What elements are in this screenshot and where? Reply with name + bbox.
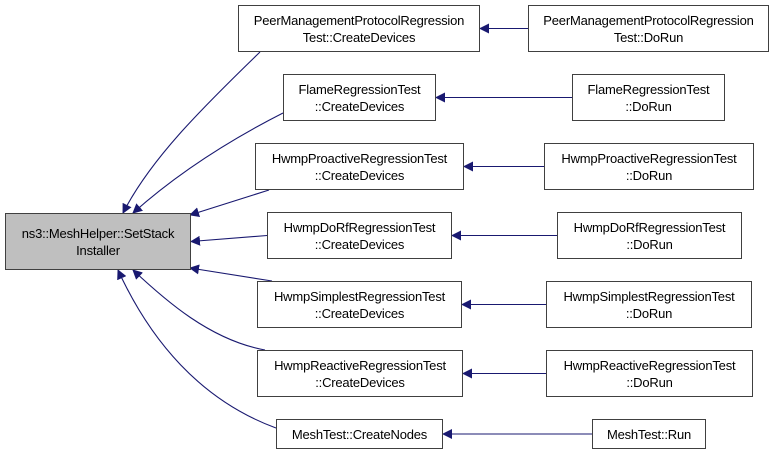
node-label-line: ::CreateDevices bbox=[314, 167, 405, 183]
node-flame-createdevices[interactable]: FlameRegressionTest ::CreateDevices bbox=[283, 74, 436, 121]
node-label-line: ::DoRun bbox=[626, 374, 673, 390]
node-label-line: ::DoRun bbox=[626, 236, 673, 252]
node-label-line: ::DoRun bbox=[625, 98, 672, 114]
node-label-line: MeshTest::Run bbox=[606, 426, 692, 442]
node-label-line: HwmpReactiveRegressionTest bbox=[274, 357, 446, 373]
node-label-line: HwmpDoRfRegressionTest bbox=[573, 219, 726, 235]
edge-simplest-to-root bbox=[189, 264, 273, 282]
node-hwmpproactive-dorun[interactable]: HwmpProactiveRegressionTest ::DoRun bbox=[544, 143, 754, 190]
node-label-line: FlameRegressionTest bbox=[587, 81, 710, 97]
node-label-line: PeerManagementProtocolRegression bbox=[253, 12, 465, 28]
node-hwmpreactive-dorun[interactable]: HwmpReactiveRegressionTest ::DoRun bbox=[546, 350, 753, 397]
node-meshtest-run[interactable]: MeshTest::Run bbox=[592, 419, 706, 449]
node-label-line: ::DoRun bbox=[625, 305, 673, 321]
node-label-line: Test::DoRun bbox=[613, 29, 684, 45]
node-hwmpproactive-createdevices[interactable]: HwmpProactiveRegressionTest ::CreateDevi… bbox=[255, 143, 464, 190]
node-hwmpdorf-dorun[interactable]: HwmpDoRfRegressionTest ::DoRun bbox=[557, 212, 742, 259]
node-label-line: PeerManagementProtocolRegression bbox=[543, 12, 754, 28]
node-label-line: ::CreateDevices bbox=[314, 305, 405, 321]
node-label-line: ::CreateDevices bbox=[314, 236, 405, 252]
node-label-line: Installer bbox=[76, 242, 120, 258]
node-label-line: ::CreateDevices bbox=[314, 98, 405, 114]
edge-meshtest-to-root bbox=[117, 269, 277, 429]
node-meshtest-createnodes[interactable]: MeshTest::CreateNodes bbox=[276, 419, 443, 449]
node-flame-dorun[interactable]: FlameRegressionTest ::DoRun bbox=[572, 74, 725, 121]
node-label-line: ::CreateDevices bbox=[315, 374, 405, 390]
node-hwmpdorf-createdevices[interactable]: HwmpDoRfRegressionTest ::CreateDevices bbox=[267, 212, 452, 259]
edge-dorf-to-root bbox=[190, 234, 268, 246]
node-hwmpreactive-createdevices[interactable]: HwmpReactiveRegressionTest ::CreateDevic… bbox=[257, 350, 463, 397]
node-label-line: FlameRegressionTest bbox=[298, 81, 421, 97]
edge-reactive-to-root bbox=[132, 269, 266, 351]
node-pmp-createdevices[interactable]: PeerManagementProtocolRegression Test::C… bbox=[238, 5, 480, 52]
node-label-line: HwmpSimplestRegressionTest bbox=[273, 288, 446, 304]
node-label-line: HwmpProactiveRegressionTest bbox=[271, 150, 448, 166]
node-label-line: Test::CreateDevices bbox=[302, 29, 416, 45]
node-label-line: HwmpReactiveRegressionTest bbox=[563, 357, 736, 373]
node-pmp-dorun[interactable]: PeerManagementProtocolRegression Test::D… bbox=[528, 5, 769, 52]
node-label-line: MeshTest::CreateNodes bbox=[291, 426, 428, 442]
node-hwmpsimplest-createdevices[interactable]: HwmpSimplestRegressionTest ::CreateDevic… bbox=[257, 281, 462, 328]
node-label-line: ::DoRun bbox=[625, 167, 673, 183]
node-hwmpsimplest-dorun[interactable]: HwmpSimplestRegressionTest ::DoRun bbox=[546, 281, 752, 328]
node-label-line: HwmpSimplestRegressionTest bbox=[563, 288, 735, 304]
node-label-line: HwmpProactiveRegressionTest bbox=[561, 150, 737, 166]
node-label-line: ns3::MeshHelper::SetStack bbox=[21, 225, 175, 241]
edge-pmp-to-root bbox=[122, 51, 261, 214]
node-label-line: HwmpDoRfRegressionTest bbox=[283, 219, 436, 235]
node-meshhelper-setstackinstaller[interactable]: ns3::MeshHelper::SetStack Installer bbox=[5, 213, 191, 270]
edge-flame-to-root bbox=[132, 112, 284, 214]
edge-proactive-to-root bbox=[189, 189, 270, 218]
